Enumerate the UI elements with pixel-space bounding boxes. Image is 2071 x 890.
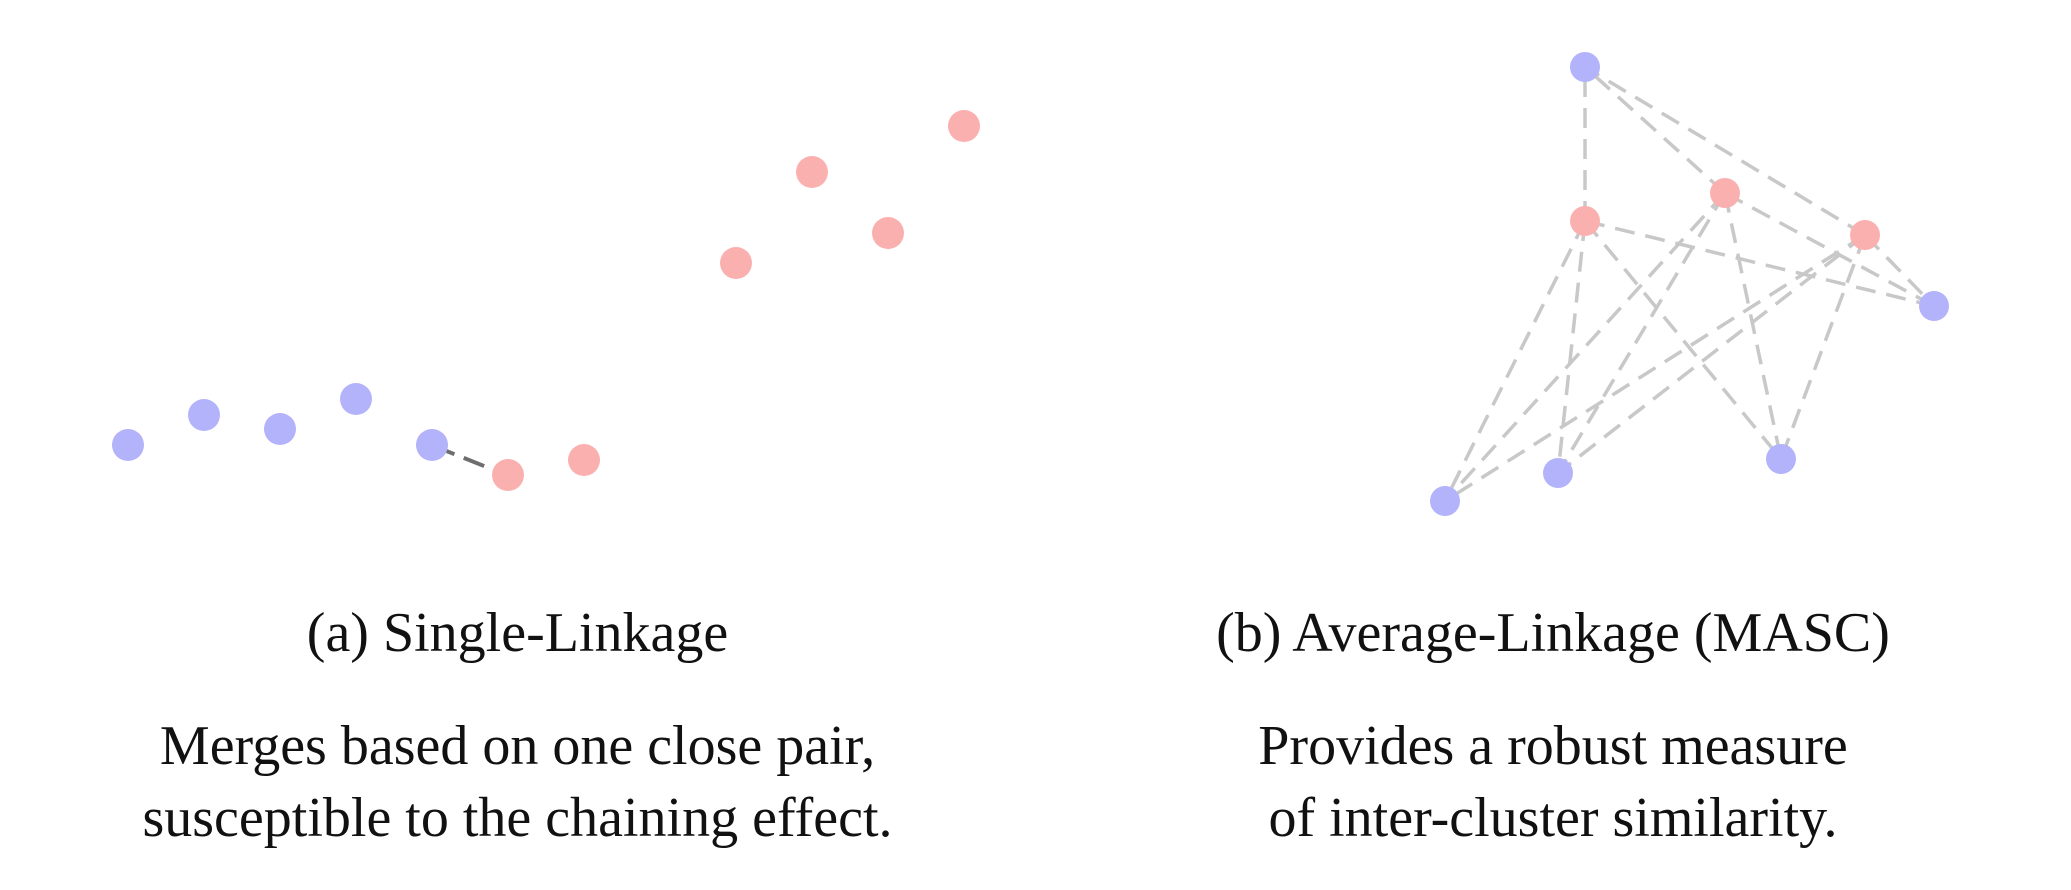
description-line: Provides a robust measure [1258, 715, 1848, 777]
caption-average-linkage: (b) Average-Linkage (MASC) [1216, 602, 1890, 664]
description-single-linkage: Merges based on one close pair, suscepti… [0, 710, 1035, 854]
blue-cluster-point [112, 429, 144, 461]
blue-cluster-point [1919, 291, 1949, 321]
blue-cluster-point [1570, 52, 1600, 82]
pairwise-edge [1863, 233, 1936, 308]
description-line: Merges based on one close pair, [159, 715, 876, 777]
pairwise-edge [1584, 219, 1935, 308]
pairwise-edge [1779, 234, 1867, 460]
panel-single-linkage: (a) Single-Linkage Merges based on one c… [0, 0, 1035, 890]
pairwise-edge [1723, 192, 1783, 460]
pairwise-edges [1443, 65, 1936, 503]
average-linkage-diagram [1430, 52, 1949, 516]
description-line: of inter-cluster similarity. [1268, 787, 1838, 849]
description-average-linkage: Provides a robust measure of inter-clust… [1035, 710, 2071, 854]
pairwise-edge [1444, 233, 1866, 503]
red-cluster-point [948, 110, 980, 142]
pairwise-edge [1584, 65, 1866, 237]
pairwise-edge [1583, 65, 1727, 195]
red-cluster-point [492, 459, 524, 491]
blue-cluster-point [264, 413, 296, 445]
caption-single-linkage: (a) Single-Linkage [306, 602, 729, 664]
red-cluster-point [1710, 178, 1740, 208]
red-cluster-point [872, 217, 904, 249]
red-cluster-point [1850, 220, 1880, 250]
blue-cluster-point [1543, 458, 1573, 488]
pairwise-edge [1556, 192, 1727, 474]
description-line: susceptible to the chaining effect. [142, 787, 893, 849]
blue-cluster-point [188, 399, 220, 431]
pairwise-edge [1724, 191, 1935, 308]
pairwise-edge [1556, 220, 1587, 474]
pairwise-edge [1583, 219, 1783, 461]
red-cluster-point [568, 444, 600, 476]
red-cluster-point [1570, 206, 1600, 236]
red-cluster-point [796, 156, 828, 188]
pairwise-edge [1443, 191, 1727, 503]
panel-average-linkage: (b) Average-Linkage (MASC) Provides a ro… [1035, 0, 2071, 890]
pairwise-edge [1556, 233, 1867, 475]
pairwise-edge [1443, 220, 1587, 502]
single-linkage-diagram [112, 110, 980, 491]
red-cluster-point [720, 247, 752, 279]
blue-cluster-point [1430, 486, 1460, 516]
blue-cluster-point [416, 429, 448, 461]
blue-cluster-point [1766, 444, 1796, 474]
blue-cluster-point [340, 383, 372, 415]
